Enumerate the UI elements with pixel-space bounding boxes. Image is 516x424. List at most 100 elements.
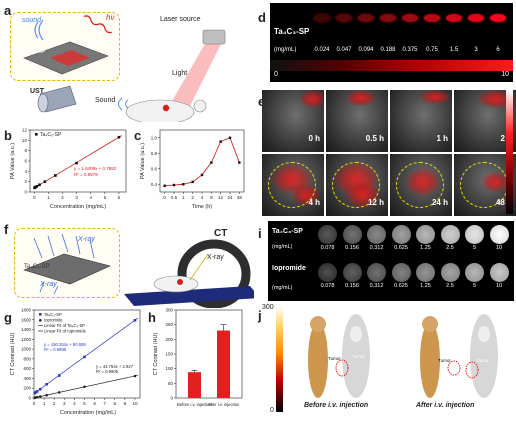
time-label: 0 h bbox=[308, 134, 320, 143]
ct-disk-reference bbox=[367, 263, 386, 282]
data-point bbox=[210, 161, 213, 164]
data-point bbox=[200, 173, 204, 177]
y-tick-label: 250 bbox=[165, 322, 173, 327]
y-tick-label: 1.0 bbox=[151, 135, 158, 140]
ct-disk-reference bbox=[342, 263, 362, 282]
legend-marker bbox=[39, 313, 42, 316]
x-tick-label: 1 bbox=[43, 401, 46, 406]
y-tick-label: 50 bbox=[168, 381, 174, 386]
y-tick-label: 6 bbox=[24, 159, 27, 164]
data-point bbox=[172, 183, 176, 187]
data-point bbox=[35, 395, 39, 399]
y-tick-label: 400 bbox=[23, 376, 31, 381]
label-material-a: Ta₄C₃-SP bbox=[24, 49, 46, 55]
heated-region bbox=[50, 50, 90, 66]
schematic-ct bbox=[23, 233, 254, 308]
pa-well-signal bbox=[314, 14, 330, 22]
data-point bbox=[34, 185, 37, 189]
x-tick-label: 10 bbox=[132, 401, 138, 406]
legend-label: Ta₄C₃-SP bbox=[40, 132, 62, 138]
legend-label-4: Linear Fit of Iopromide bbox=[44, 329, 87, 334]
series-line bbox=[164, 137, 240, 187]
pa-concentration-label: 1.5 bbox=[450, 47, 459, 53]
tumor-marker bbox=[162, 104, 170, 112]
x-tick-label: 48 bbox=[237, 195, 243, 200]
x-tick-label: 4 bbox=[201, 195, 204, 200]
colorbar-ct-top: 300 bbox=[262, 304, 274, 311]
fit-r2-2: R² = 0.9905 bbox=[96, 369, 119, 374]
label-reference-i: Iopromide bbox=[272, 265, 306, 272]
ct-render-graphics bbox=[308, 314, 498, 398]
x-axis-label: Time (h) bbox=[192, 204, 212, 210]
panel-letter-e: e bbox=[258, 94, 265, 109]
pa-signal-overlay bbox=[420, 90, 450, 104]
x-tick-label: 1 bbox=[47, 195, 50, 200]
fit-r2-1: R² = 0.9998 bbox=[44, 347, 67, 352]
light-wave-icon bbox=[83, 15, 112, 34]
ultrasound-tile: 4 h bbox=[262, 154, 324, 216]
time-label: 48 h bbox=[495, 198, 512, 207]
nanosheet-shape-f bbox=[23, 253, 111, 285]
x-tick-label: 1 bbox=[182, 195, 185, 200]
ct-phantom-strip: Ta₄C₃-SP (mg/mL) Iopromide (mg/mL) 0.078… bbox=[268, 221, 514, 301]
data-point bbox=[83, 355, 86, 359]
ct-concentration-label: 2.5 bbox=[446, 283, 454, 289]
x-tick-label: 0 bbox=[33, 401, 36, 406]
ultrasound-tile: 0 h bbox=[262, 90, 324, 152]
y-tick-label: 0.4 bbox=[151, 182, 158, 187]
pa-well bbox=[356, 12, 376, 24]
y-tick-label: 0 bbox=[24, 190, 27, 195]
pa-concentration-label: 0.047 bbox=[336, 47, 352, 53]
colorbar-ct bbox=[276, 306, 283, 412]
ct-disk-reference bbox=[465, 263, 484, 282]
ct-slice-before bbox=[342, 314, 370, 398]
data-point bbox=[182, 183, 185, 186]
ct-concentration-label: 2.5 bbox=[446, 245, 454, 251]
ct-disk-material bbox=[367, 225, 386, 244]
label-hv: hν bbox=[106, 13, 115, 22]
data-point bbox=[45, 393, 48, 397]
label-light: Light bbox=[172, 70, 188, 77]
data-point bbox=[238, 161, 241, 164]
label-before-injection: Before i.v. injection bbox=[304, 402, 369, 409]
fit-r2: R² = 0.9879 bbox=[74, 172, 98, 177]
mouse-icon bbox=[125, 99, 195, 122]
ct-concentration-label: 1.25 bbox=[420, 245, 431, 251]
data-point bbox=[39, 387, 42, 391]
fit-equation-1: y = 150.264x + 90.506 bbox=[44, 342, 86, 347]
panel-letter-b: b bbox=[4, 128, 12, 143]
label-ust: UST bbox=[30, 88, 44, 95]
ultrasound-tile: 0.5 h bbox=[326, 90, 388, 152]
plot-frame bbox=[159, 129, 245, 193]
y-tick-label: 4 bbox=[24, 169, 27, 174]
label-ct: CT bbox=[214, 228, 228, 239]
y-tick-label: 0.8 bbox=[151, 151, 158, 156]
ct-concentration-label: 10 bbox=[495, 245, 503, 251]
ct-concentration-label: 0.625 bbox=[394, 283, 408, 289]
ct-disk-material bbox=[465, 225, 484, 244]
pa-well-signal bbox=[358, 14, 374, 22]
data-point bbox=[75, 161, 78, 165]
x-tick-label: 0 bbox=[33, 195, 36, 200]
label-tumor-2: Tumor bbox=[352, 354, 365, 359]
data-point bbox=[35, 390, 39, 393]
y-tick-label: 1400 bbox=[21, 327, 32, 332]
plot-frame bbox=[33, 309, 141, 399]
label-after-injection: After i.v. injection bbox=[416, 402, 475, 409]
x-tick-label: 8 bbox=[210, 195, 213, 200]
label-material-i: Ta₄C₃-SP bbox=[272, 228, 303, 235]
colorbar-min: 0 bbox=[274, 71, 278, 78]
ct-disk-reference bbox=[318, 263, 337, 282]
y-tick-label: 200 bbox=[23, 386, 31, 391]
pa-concentration-label: 3 bbox=[474, 47, 478, 53]
schematic-photoacoustic bbox=[23, 15, 226, 122]
label-material-f: Ta₄C₃-SP bbox=[24, 264, 50, 270]
x-tick-label: 2 bbox=[191, 195, 194, 200]
ultrasound-tile: 12 h bbox=[326, 154, 388, 216]
fit-equation: y = 1.6408x + 0.7582 bbox=[74, 166, 117, 171]
data-point bbox=[228, 136, 232, 139]
skeleton-before bbox=[308, 322, 328, 398]
